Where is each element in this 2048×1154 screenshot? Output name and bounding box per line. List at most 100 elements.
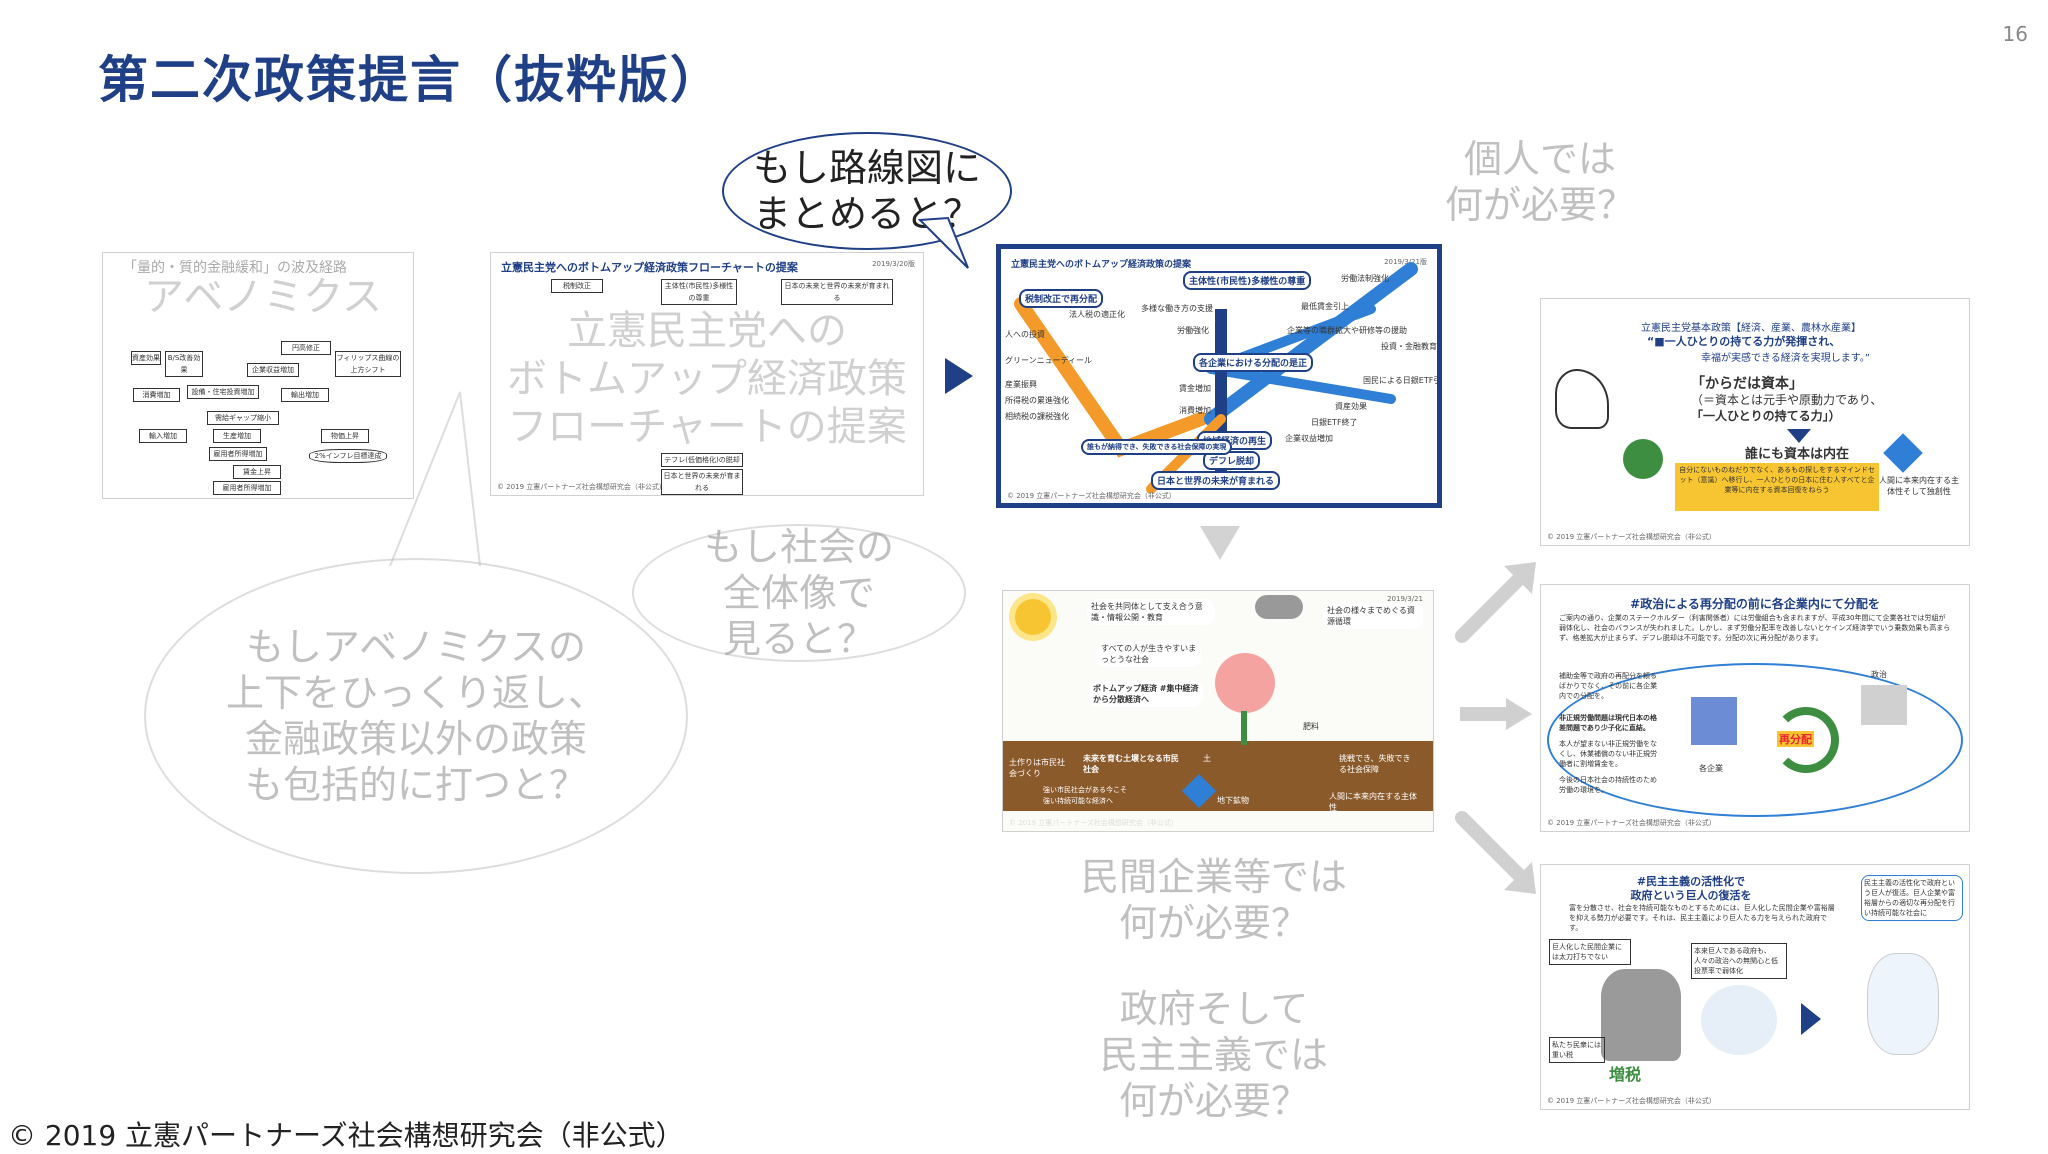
abenomics-node: 賃金上昇: [233, 465, 281, 479]
society-label: 土: [1203, 754, 1211, 763]
democracy-header-2: 政府という巨人の復活を: [1630, 889, 1752, 902]
society-label: 人間に本来内在する主体性: [1329, 792, 1417, 812]
question-government-line-2: 民主主義では: [1099, 1033, 1328, 1077]
question-private-line-1: 民間企業等では: [1080, 855, 1347, 899]
abenomics-node: B/S改善効果: [165, 351, 203, 377]
arrow-down-blue-icon: [1787, 429, 1811, 443]
flowchart-box: 主体性(市民性)多様性の尊重: [661, 279, 737, 305]
weak-giant-icon: [1701, 985, 1777, 1055]
metro-label: 産業振興: [1005, 380, 1037, 389]
flowchart-date: 2019/3/20版: [872, 260, 915, 268]
soil-band: [1003, 741, 1433, 811]
society-label: 社会の様々までめぐる資源循環: [1323, 603, 1423, 629]
abenomics-node: 設備・住宅投資増加: [187, 385, 259, 399]
abenomics-overlay: アベノミクス: [144, 274, 382, 320]
parliament-icon: [1861, 685, 1907, 725]
capital-lead-2: 幸福が実感できる経済を実現します。”: [1701, 353, 1870, 364]
redistribution-label-politics: 政治: [1871, 670, 1887, 679]
society-label: 土作りは市民社会づくり: [1009, 758, 1065, 778]
redistribution-left-4: 今後の日本社会の持続性のため労働の環境を。: [1559, 776, 1657, 794]
redistribution-cycle-icon: [1773, 707, 1839, 773]
society-image[interactable]: 2019/3/21 社会を共同体として支え合う意識・情報公開・教育 すべての人が…: [1002, 590, 1434, 832]
metro-station: 各企業における分配の是正: [1193, 353, 1314, 372]
question-abenomics-line-2: 上下をひっくり返し、: [225, 671, 606, 715]
society-label: 強い市民社会がある今こそ強い持続可能な経済へ: [1043, 786, 1127, 805]
page-title: 第二次政策提言（抜粋版）: [98, 51, 722, 109]
metro-title: 立憲民主党へのボトムアップ経済政策の提案: [1011, 260, 1192, 270]
flowchart-overlay-3: フローチャートの提案: [507, 404, 907, 450]
flower-icon: [1215, 653, 1275, 713]
question-whole-line-1: もし社会の: [703, 525, 894, 569]
flowchart-thumbnail[interactable]: 立憲民主党へのボトムアップ経済政策フローチャートの提案 2019/3/20版 税…: [490, 252, 924, 496]
footer-copyright: © 2019 立憲パートナーズ社会構想研究会（非公式）: [8, 1119, 684, 1152]
capital-right: 人間に本来内在する主体性そして独創性: [1879, 476, 1959, 496]
metro-label: 賃金増加: [1179, 384, 1211, 393]
society-caption: © 2019 立憲パートナーズ社会構想研究会（非公式）: [1009, 819, 1178, 827]
democracy-left: 巨人化した民間企業には太刀打ちでない: [1549, 939, 1631, 965]
metro-callout-tail: [918, 216, 969, 269]
democracy-body: 富を分散させ、社会を持続可能なものとするためには、巨人化した民間企業や富裕層を抑…: [1569, 904, 1835, 932]
question-abenomics-line-1: もしアベノミクスの: [245, 625, 587, 669]
abenomics-node: 資産効果: [131, 351, 161, 365]
arrow-down-icon: [1200, 526, 1240, 560]
stone-giant-icon: [1601, 969, 1681, 1061]
society-date: 2019/3/21: [1387, 595, 1423, 603]
building-icon: [1691, 697, 1737, 745]
flowchart-overlay-1: 立憲民主党への: [567, 308, 847, 354]
abenomics-thumbnail[interactable]: 「量的・質的金融緩和」の波及経路 資産効果 B/S改善効果 設備・住宅投資増加 …: [102, 252, 414, 499]
abenomics-node: 雇用者所得増加: [213, 481, 281, 495]
flowchart-box: テフレ(低価格化)の脱却: [661, 453, 743, 467]
muscle-arm-icon: [1555, 369, 1609, 429]
abenomics-node: 消費増加: [133, 388, 180, 402]
stem-icon: [1241, 711, 1247, 745]
capital-line-3: 「一人ひとりの持てる力」）: [1691, 409, 1841, 423]
page-number: 16: [2002, 22, 2028, 46]
whole-society-bubble: もし社会の 全体像で 見ると？: [632, 524, 966, 662]
metro-label: 相続税の課税強化: [1005, 412, 1069, 421]
redistribution-header: #政治による再分配の前に各企業内にて分配を: [1630, 597, 1880, 611]
democracy-tax: 増税: [1609, 1065, 1642, 1084]
redistribution-label-company: 各企業: [1699, 764, 1723, 773]
society-label: 肥料: [1303, 722, 1319, 731]
redistribution-left-2: 非正規労働問題は現代日本の格差問題であり少子化に直結。: [1559, 714, 1657, 732]
democracy-slide[interactable]: #民主主義の活性化で 政府という巨人の復活を 富を分散させ、社会を持続可能なもの…: [1540, 864, 1970, 1110]
capital-slide[interactable]: 立憲民主党基本政策【経済、産業、農林水産業】 “■一人ひとりの持てる力が発揮され…: [1540, 298, 1970, 546]
metro-label: 消費増加: [1179, 406, 1211, 415]
question-abenomics-line-4: も包括的に打つと？: [244, 763, 587, 807]
capital-line-2: （＝資本とは元手や原動力であり、: [1691, 393, 1883, 407]
arrow-up-right-icon: [1455, 562, 1536, 643]
flowchart-box: 日本の未来と世界の未来が育まれる: [781, 279, 893, 305]
metro-date: 2019/3/21版: [1384, 258, 1427, 266]
metro-label: 多様な働き方の支援: [1141, 304, 1213, 313]
metro-label: 資産効果: [1335, 402, 1367, 411]
abenomics-top-text: 「量的・質的金融緩和」の波及経路: [123, 260, 347, 276]
sun-icon: [1015, 599, 1051, 635]
metro-label: 人への投資: [1005, 330, 1045, 339]
metro-callout-line-1: もし路線図に: [752, 146, 981, 190]
redistribution-body: ご案内の通り、企業のステークホルダー（利害関係者）には労働組合も含まれますが、平…: [1559, 614, 1951, 642]
abenomics-node: 物価上昇: [321, 429, 369, 443]
question-individual-line-2: 何が必要？: [1444, 183, 1635, 227]
arrow-down-right-icon: [1455, 811, 1536, 894]
democracy-caption: © 2019 立憲パートナーズ社会構想研究会（非公式）: [1547, 1097, 1716, 1105]
arrow-right-gray-icon: [1460, 698, 1532, 730]
metro-map[interactable]: 立憲民主党へのボトムアップ経済政策の提案 2019/3/21版 税制改正で再分配…: [996, 244, 1442, 508]
strong-giant-icon: [1867, 953, 1939, 1055]
question-private-line-2: 何が必要？: [1118, 901, 1309, 945]
globe-icon: [1623, 439, 1663, 479]
question-whole-line-3: 見ると？: [722, 617, 875, 661]
metro-label: 企業等の職群拡大や研修等の援助: [1287, 326, 1407, 335]
abenomics-node: 企業収益増加: [247, 363, 299, 377]
society-label: 未来を育む土壌となる市民社会: [1083, 754, 1179, 774]
redistribution-slide[interactable]: #政治による再分配の前に各企業内にて分配を ご案内の通り、企業のステークホルダー…: [1540, 584, 1970, 832]
metro-callout-bubble: もし路線図に まとめると？: [722, 132, 1012, 250]
metro-label: 労働法制強化: [1341, 274, 1389, 283]
society-label: 社会を共同体として支え合う意識・情報公開・教育: [1087, 599, 1215, 625]
redistribution-left-1: 補助金等で政府の再配分を頼るばかりでなく、その前に各企業内での分配を。: [1559, 672, 1658, 700]
abenomics-node: 輸出増加: [281, 388, 329, 402]
society-label: すべての人が生きやすいまっとうな社会: [1097, 641, 1201, 667]
metro-label: グリーンニューディール: [1005, 356, 1093, 365]
cloud-icon: [1255, 595, 1303, 619]
society-label: 挑戦でき、失敗できる社会保障: [1339, 754, 1411, 774]
metro-station: 税制改正で再分配: [1019, 289, 1104, 308]
